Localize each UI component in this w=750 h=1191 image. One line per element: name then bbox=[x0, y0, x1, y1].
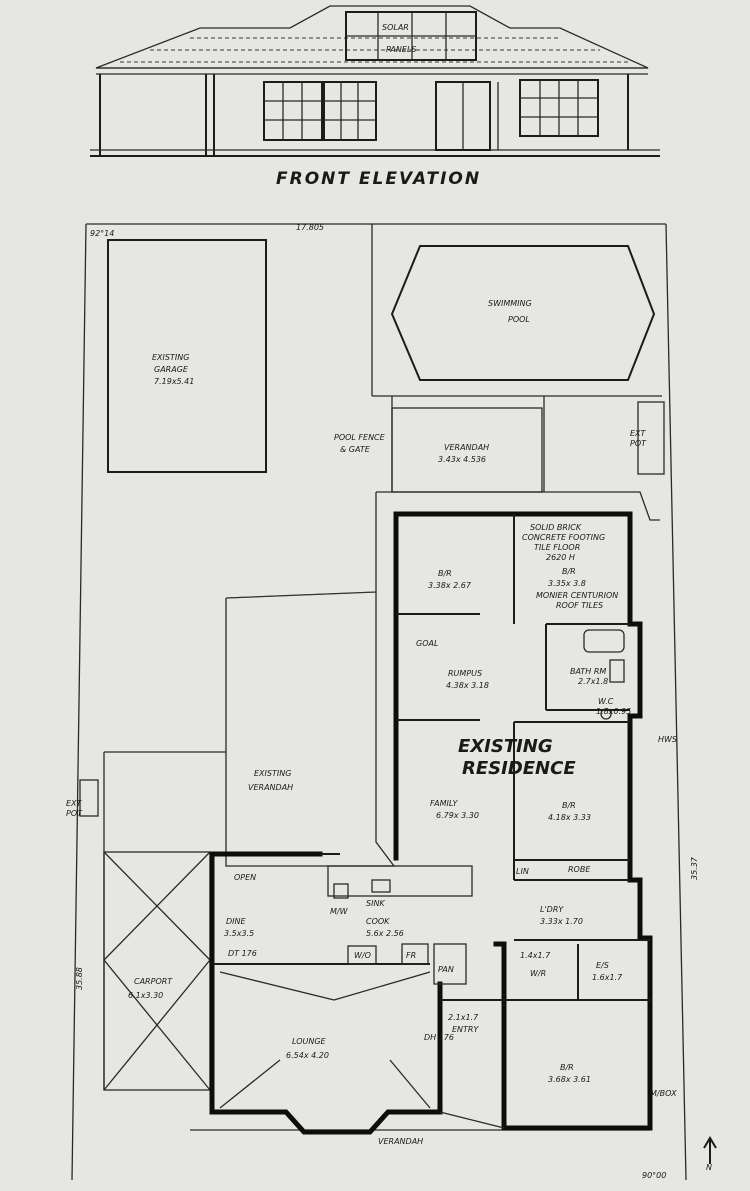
ext-pot-right-label-2: POT bbox=[630, 439, 647, 448]
cook-label: COOK bbox=[366, 917, 390, 926]
garage-label-2: GARAGE bbox=[154, 365, 189, 374]
existing-verandah-label: EXISTING bbox=[254, 769, 291, 778]
residence-label-2: RESIDENCE bbox=[462, 758, 576, 779]
bedroom-4-label: B/R bbox=[560, 1063, 574, 1072]
bedroom-3-label: B/R bbox=[562, 801, 576, 810]
hws-label: HWS bbox=[658, 735, 677, 744]
garage-label: EXISTING bbox=[152, 353, 189, 362]
cook-size: 5.6x 2.56 bbox=[366, 929, 404, 938]
ext-pot-left-label: EXT bbox=[66, 799, 83, 808]
swimming-pool bbox=[390, 245, 656, 381]
boundary-left-length: 35.88 bbox=[75, 967, 84, 990]
existing-verandah bbox=[225, 591, 396, 867]
site-boundary: 92°14 17.805 35.37 35.88 90°00 bbox=[71, 223, 699, 1181]
front-elevation: SOLAR PANELS FRONT ELEVATION bbox=[90, 5, 660, 189]
dine-size: 3.5x3.5 bbox=[224, 929, 254, 938]
construction-note-3: TILE FLOOR bbox=[534, 543, 580, 552]
pool-fence-label-2: & GATE bbox=[340, 445, 371, 454]
rumpus-size: 4.38x 3.18 bbox=[446, 681, 489, 690]
wir-label: W/R bbox=[530, 969, 546, 978]
elevation-title: FRONT ELEVATION bbox=[276, 169, 481, 189]
rumpus-label: RUMPUS bbox=[448, 669, 482, 678]
solar-label-1: SOLAR bbox=[382, 23, 409, 32]
existing-verandah-label-2: VERANDAH bbox=[248, 783, 293, 792]
construction-note-2: CONCRETE FOOTING bbox=[522, 533, 605, 542]
existing-garage bbox=[107, 239, 267, 473]
entry-height: DH 176 bbox=[424, 1033, 454, 1042]
family-size: 6.79x 3.30 bbox=[436, 811, 479, 820]
ext-pot-left-label-2: POT bbox=[66, 809, 83, 818]
elevation-door bbox=[435, 81, 499, 151]
roof-note: MONIER CENTURION bbox=[536, 591, 618, 600]
bathroom-label: BATH RM bbox=[570, 667, 606, 676]
laundry-label: L'DRY bbox=[540, 905, 564, 914]
pool-fence-label: POOL FENCE bbox=[334, 433, 386, 442]
carport-size: 6.1x3.30 bbox=[128, 991, 163, 1000]
verandah-bottom-label: VERANDAH bbox=[378, 1137, 423, 1146]
ext-pot-left bbox=[79, 779, 99, 817]
carport-label: CARPORT bbox=[134, 977, 173, 986]
bathroom-size: 2.7x1.8 bbox=[578, 677, 608, 686]
boundary-angle: 92°14 bbox=[90, 229, 114, 238]
wir-size: 1.4x1.7 bbox=[520, 951, 551, 960]
construction-note-4: 2620 H bbox=[546, 553, 575, 562]
mbox-label: M/BOX bbox=[650, 1089, 677, 1098]
roof-note-2: ROOF TILES bbox=[556, 601, 603, 610]
construction-note: SOLID BRICK bbox=[530, 523, 582, 532]
bedroom-1-size: 3.38x 2.67 bbox=[428, 581, 472, 590]
existing-residence bbox=[209, 491, 660, 1135]
microwave-label: M/W bbox=[330, 907, 349, 916]
boundary-bottom-angle: 90°00 bbox=[642, 1171, 666, 1180]
north-arrow-icon bbox=[703, 1136, 717, 1164]
pool-label-2: POOL bbox=[508, 315, 530, 324]
lounge-size: 6.54x 4.20 bbox=[286, 1051, 329, 1060]
carport bbox=[103, 851, 211, 1091]
solar-label-2: PANELS bbox=[386, 45, 416, 54]
garage-size: 7.19x5.41 bbox=[154, 377, 194, 386]
linen-label: LIN bbox=[516, 867, 529, 876]
fridge-label: FR bbox=[406, 951, 416, 960]
bedroom-3-size: 4.18x 3.33 bbox=[548, 813, 591, 822]
bedroom-2-label: B/R bbox=[562, 567, 576, 576]
ext-pot-right bbox=[637, 401, 665, 475]
ensuite-label: E/S bbox=[596, 961, 609, 970]
room-labels: EXISTING RESIDENCE SOLID BRICK CONCRETE … bbox=[224, 523, 631, 1084]
entry-size: 2.1x1.7 bbox=[448, 1013, 479, 1022]
verandah-top-size: 3.43x 4.536 bbox=[438, 455, 486, 464]
laundry-size: 3.33x 1.70 bbox=[540, 917, 583, 926]
verandah-top-label: VERANDAH bbox=[444, 443, 489, 452]
north-label: N bbox=[706, 1163, 712, 1172]
wc-size: 1.8x0.95 bbox=[596, 707, 631, 716]
entry-label: ENTRY bbox=[452, 1025, 479, 1034]
goal-label: GOAL bbox=[416, 639, 438, 648]
lounge-label: LOUNGE bbox=[292, 1037, 327, 1046]
bedroom-1-label: B/R bbox=[438, 569, 452, 578]
wall-oven-label: W/O bbox=[354, 951, 371, 960]
boundary-top-length: 17.805 bbox=[296, 223, 324, 232]
pool-label: SWIMMING bbox=[488, 299, 532, 308]
bedroom-4-size: 3.68x 3.61 bbox=[548, 1075, 591, 1084]
elevation-window-3 bbox=[519, 79, 599, 137]
sink-label: SINK bbox=[366, 899, 385, 908]
open-label: OPEN bbox=[234, 873, 256, 882]
robe-label: ROBE bbox=[568, 865, 591, 874]
bedroom-2-size: 3.35x 3.8 bbox=[548, 579, 586, 588]
wc-label: W.C bbox=[598, 697, 614, 706]
residence-label: EXISTING bbox=[458, 736, 553, 757]
elevation-window-2 bbox=[323, 81, 377, 141]
elevation-window-1 bbox=[263, 81, 323, 141]
boundary-right-length: 35.37 bbox=[690, 856, 699, 880]
family-label: FAMILY bbox=[430, 799, 459, 808]
ensuite-size: 1.6x1.7 bbox=[592, 973, 623, 982]
ext-pot-right-label: EXT bbox=[630, 429, 647, 438]
dine-height: DT 176 bbox=[228, 949, 257, 958]
pantry-label: PAN bbox=[438, 965, 454, 974]
site-features: EXISTING GARAGE 7.19x5.41 SWIMMING POOL … bbox=[66, 239, 717, 1172]
dine-label: DINE bbox=[226, 917, 247, 926]
